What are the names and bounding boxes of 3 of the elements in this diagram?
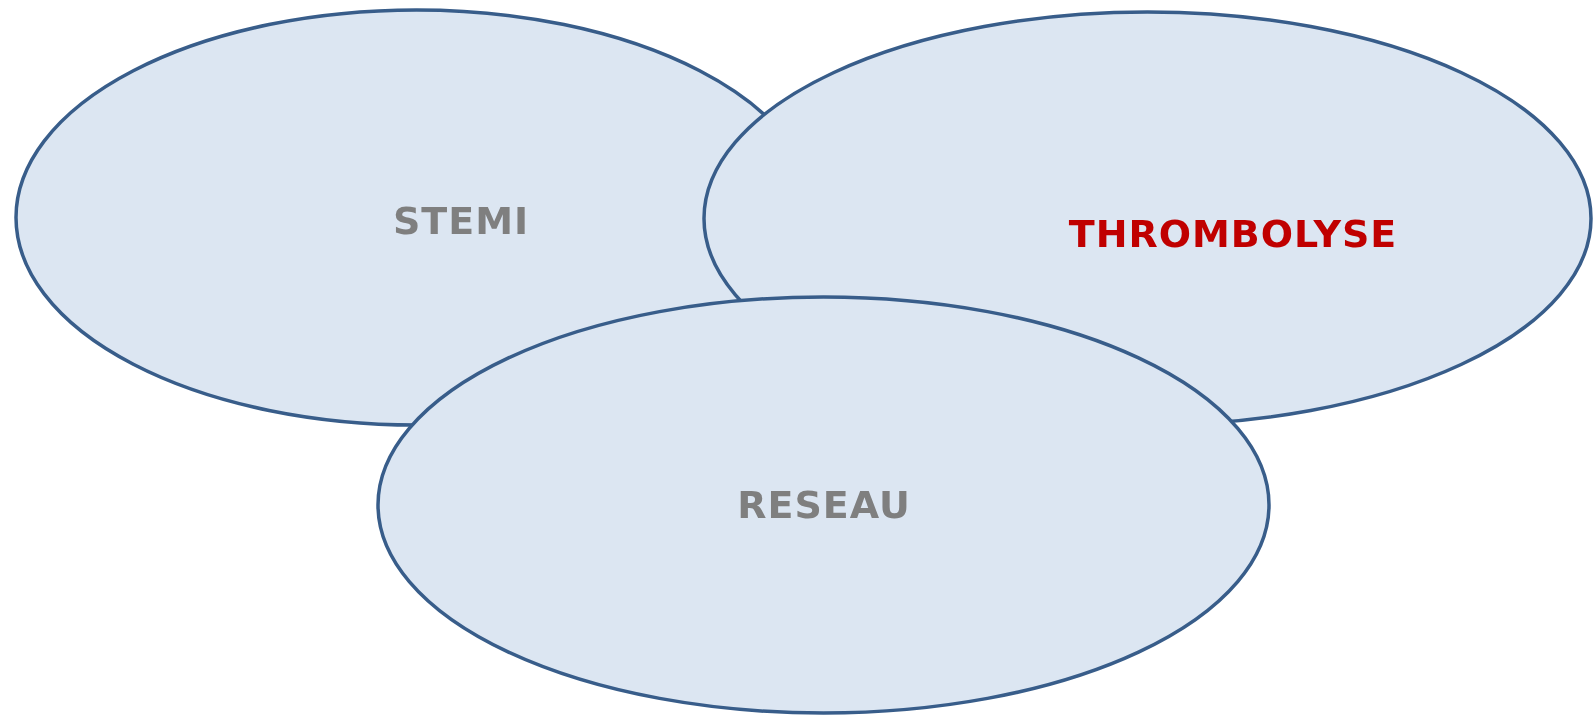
ellipse-label: THROMBOLYSE — [1068, 212, 1398, 256]
ellipse-label: RESEAU — [737, 483, 911, 527]
ellipse-label: STEMI — [392, 199, 530, 243]
